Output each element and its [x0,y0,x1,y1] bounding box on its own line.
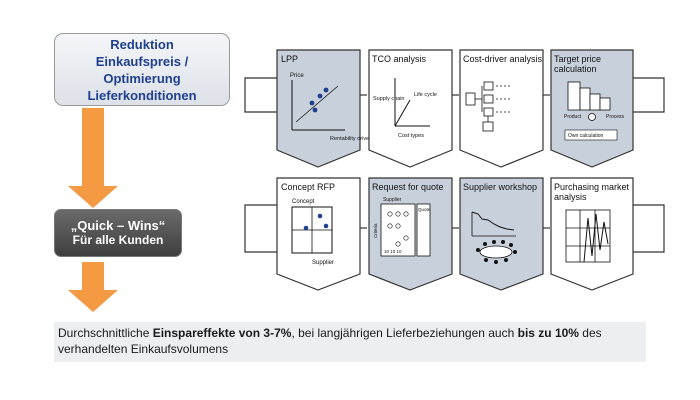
target-price-title-2: calculation [554,64,597,74]
quick-wins-title: „Quick – Wins“ [70,218,166,233]
row1-track [244,77,665,113]
tco-title: TCO analysis [372,54,427,64]
rfq-title: Request for quote [372,182,444,192]
rfq-side-label: Criteria [373,223,378,238]
tool-card-supplier-workshop: Supplier workshop [459,177,544,291]
goal-line3: Optimierung [103,70,181,86]
tool-card-target-price: Target price calculation Product Process… [550,49,634,168]
tool-card-cost-driver: Cost-driver analysis [459,49,544,168]
rfq-nums: 10 10 10 [384,249,402,254]
cost-driver-title: Cost-driver analysis [463,54,543,64]
summary-part1: Durchschnittliche [58,326,153,340]
rfq-sub: Quote [418,207,431,212]
market-analysis-title-2: analysis [554,192,587,202]
concept-rfp-y-label: Concept [292,199,315,205]
lpp-y-label: Price [290,73,304,79]
supplier-workshop-title: Supplier workshop [463,182,537,192]
target-price-sub2: Process [606,114,625,120]
goal-line2: Einkaufspreis / [95,53,189,69]
target-price-sub1: Product [564,114,582,120]
down-arrow-2 [68,262,118,312]
down-arrow-1 [68,108,118,208]
lpp-title: LPP [281,54,298,64]
quick-wins-box: „Quick – Wins“ Für alle Kunden [54,209,182,257]
summary-bold2: bis zu 10% [517,326,579,340]
tool-card-concept-rfp: Concept RFP Concept Supplier [276,177,361,291]
tco-y-label: Supply chain [373,96,405,102]
rfq-top-label: Supplier [383,197,402,203]
tool-card-lpp: LPP Price Rentability drivers [276,49,374,168]
summary-part2: , bei langjährigen Lieferbeziehungen auc… [291,326,518,340]
tool-card-request-for-quote: Request for quote Supplier Quote Criteri… [368,177,453,291]
concept-rfp-title: Concept RFP [281,182,335,192]
summary-bold1: Einspareffekte von 3-7% [152,326,292,340]
tool-card-market-analysis: Purchasing market analysis [550,177,634,291]
concept-rfp-x-label: Supplier [312,260,334,266]
goal-line4: Lieferkonditionen [87,87,197,103]
tool-card-tco: TCO analysis Supply chain Life cycle Cos… [368,49,453,168]
summary-part3: des verhandelten Einkaufsvolumens [58,326,602,356]
lpp-x-label: Rentability drivers [330,136,374,142]
tco-x-label: Cost types [398,133,424,139]
target-price-title-1: Target price [554,54,601,64]
market-analysis-title-1: Purchasing market [554,182,630,192]
row2-track [244,204,665,253]
goal-line1: Reduktion [110,36,174,52]
tco-z-label: Life cycle [414,92,437,98]
quick-wins-subtitle: Für alle Kunden [72,233,164,247]
goal-box: Reduktion Einkaufspreis / Optimierung Li… [54,33,230,106]
target-price-sub3: Own calculation [568,133,604,139]
summary-text: Durchschnittliche Einspareffekte von 3-7… [54,322,646,362]
